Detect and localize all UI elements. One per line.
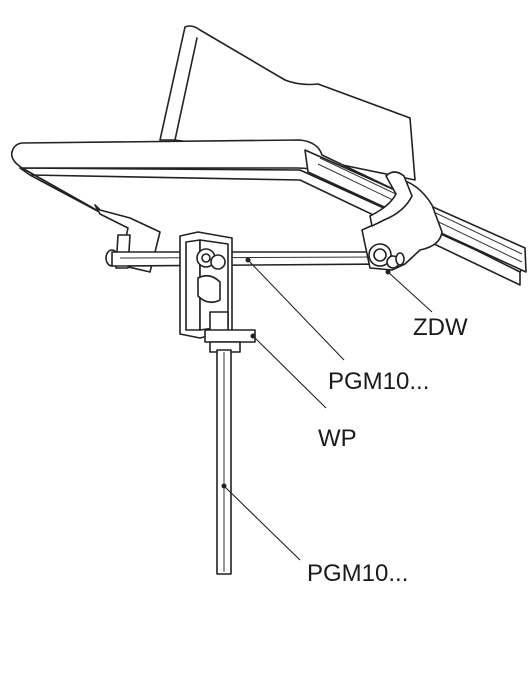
leader-line-pgm-rod (247, 259, 345, 361)
leader-line-zdw (387, 271, 433, 313)
right-clamp (361, 171, 443, 271)
callout-zdw: ZDW (413, 314, 468, 341)
leader-lines (221, 257, 433, 561)
leader-line-wp (252, 335, 327, 409)
callout-pgm-rod: PGM10... (328, 368, 430, 395)
center-bracket (179, 231, 256, 353)
cable-tray (10, 25, 527, 286)
threaded-rod-horizontal (111, 251, 396, 267)
threaded-rod-vertical (216, 349, 232, 575)
leader-line-pgm-hanger (223, 485, 301, 561)
callout-pgm-hanger: PGM10... (307, 560, 409, 587)
callout-wp: WP (318, 425, 357, 452)
